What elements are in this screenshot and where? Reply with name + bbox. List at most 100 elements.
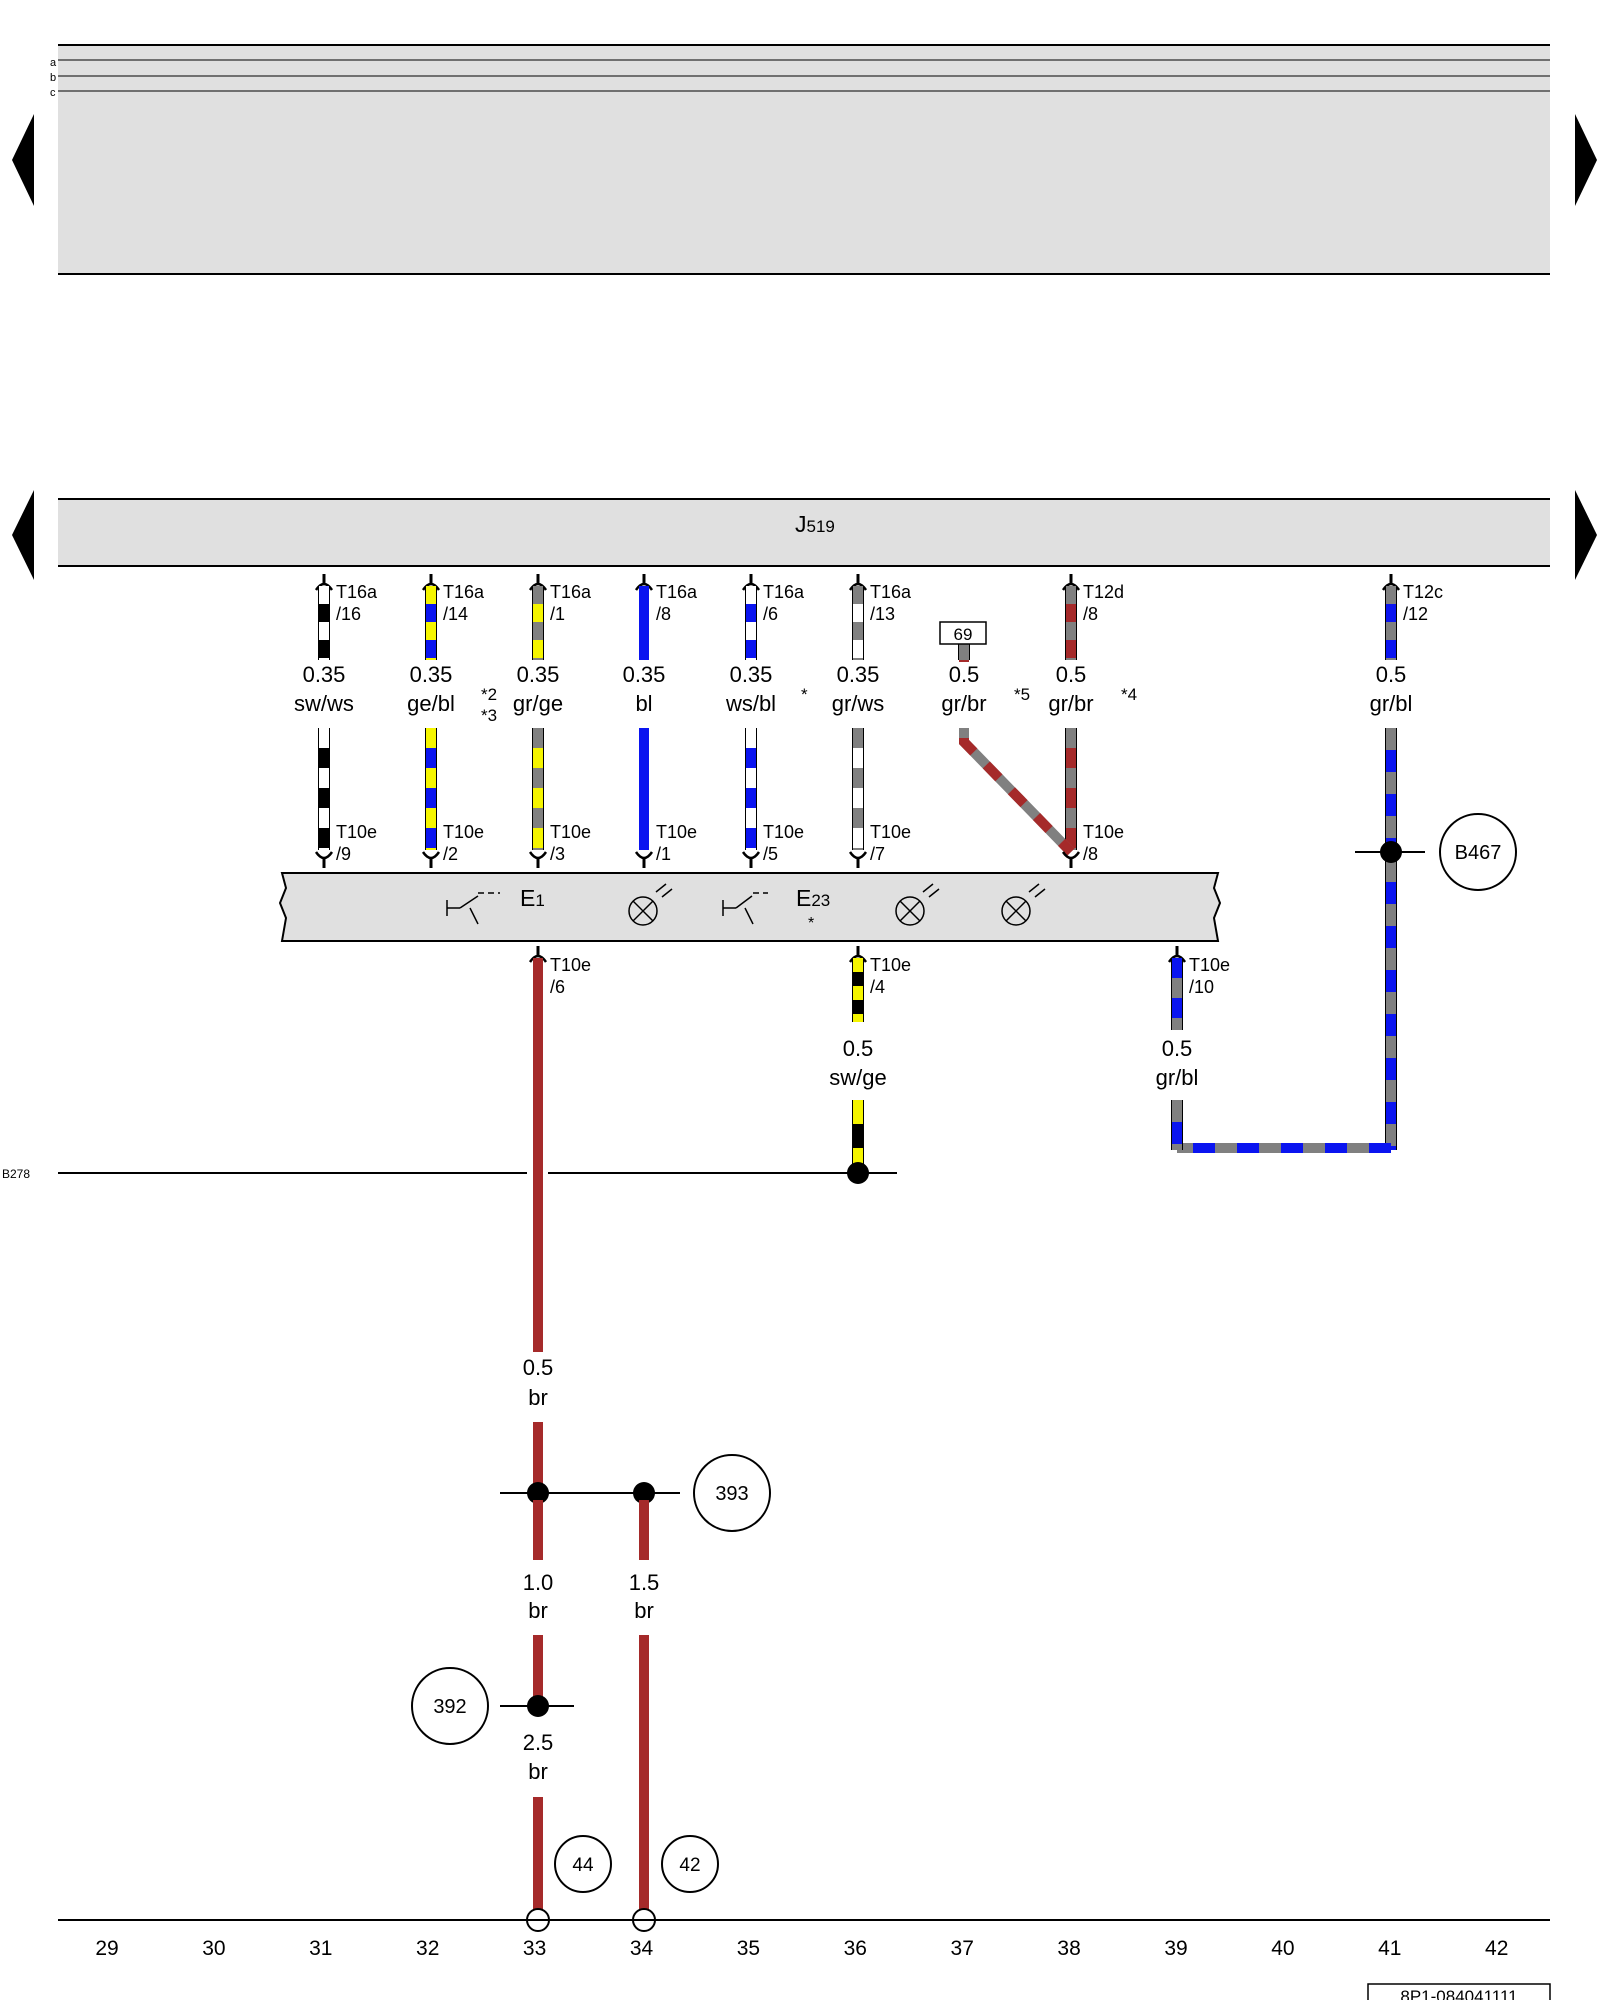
next-section-arrow-icon[interactable] [1575, 490, 1597, 580]
top-wire-5-size: 0.35 [730, 662, 773, 687]
bottom-wire-2-upper [852, 958, 864, 1022]
lower-pin-5-connector [741, 851, 761, 868]
grid-number-33: 33 [523, 1937, 546, 1960]
ref-44-label: 44 [572, 1855, 594, 1876]
lower-pin-6-connector-arc [848, 851, 868, 860]
lower-pin-1-connector-arc [314, 851, 334, 860]
bulb-1-icon [628, 883, 673, 926]
lower-pin-4-pin: /1 [656, 844, 671, 864]
top-wire-6-lower [852, 728, 864, 850]
grid-number-42: 42 [1485, 1937, 1508, 1960]
lower-pin-3-conn: T10e [550, 822, 591, 842]
splice-393-dot-2 [633, 1482, 655, 1504]
ref-392-ring [411, 1667, 489, 1745]
top-wire-8-connector-top [1061, 574, 1081, 591]
top-wire-9-size: 0.5 [1376, 662, 1407, 687]
control-unit-index: 519 [807, 517, 835, 536]
grid-number-36: 36 [844, 1937, 867, 1960]
switch-e1-index: 1 [535, 891, 544, 910]
grid-number-37: 37 [951, 1937, 974, 1960]
control-unit-name: J [795, 511, 807, 537]
top-wire-6-conn: T16a [870, 582, 912, 602]
wire-layer: T16a/160.35sw/wsT16a/140.35ge/bl*2*3T16a… [294, 574, 1517, 1932]
ref-42: 42 [661, 1835, 719, 1893]
header-row-a: a [50, 57, 57, 69]
top-wire-8-color: gr/br [1048, 691, 1093, 716]
next-page-arrow-icon[interactable] [1575, 114, 1597, 206]
top-wire-7-diagonal [959, 728, 1075, 856]
top-wire-5-note: * [801, 685, 808, 704]
top-wire-4-conn: T16a [656, 582, 698, 602]
switch-e23-name: E [796, 885, 811, 911]
grid-number-30: 30 [202, 1937, 225, 1960]
bottom-wire-3-color: gr/bl [1156, 1065, 1199, 1090]
top-wire-4-color: bl [635, 691, 652, 716]
bottom-wire-3-size: 0.5 [1162, 1036, 1193, 1061]
top-wire-7-note: *5 [1014, 685, 1030, 704]
top-wire-9-color: gr/bl [1370, 691, 1413, 716]
bottom-pin-1-connector [528, 946, 548, 963]
grid-number-39: 39 [1164, 1937, 1187, 1960]
ref-393-label: 393 [715, 1483, 748, 1505]
bottom-pin-2-conn: T10e [870, 955, 911, 975]
splice-b467-dot [1380, 841, 1402, 863]
top-wire-1-conn: T16a [336, 582, 378, 602]
bottom-wire-3-lower [1171, 1100, 1183, 1150]
bottom-wire-4-size: 1.0 [523, 1570, 554, 1595]
lower-pin-6-pin: /7 [870, 844, 885, 864]
ref-44-ring [554, 1835, 612, 1893]
top-wire-2-size: 0.35 [410, 662, 453, 687]
top-wire-6-pin: /13 [870, 604, 895, 624]
ground-line-b278: B278 [2, 1167, 897, 1181]
fuse-ref-label: 69 [954, 625, 973, 644]
bottom-pin-1-conn: T10e [550, 955, 591, 975]
lower-pin-6-conn: T10e [870, 822, 911, 842]
grid-number-29: 29 [95, 1937, 118, 1960]
top-wire-3-conn: T16a [550, 582, 592, 602]
grid-number-35: 35 [737, 1937, 760, 1960]
top-wire-8-pin: /8 [1083, 604, 1098, 624]
bulb-2-icon [895, 883, 940, 926]
splice-393-dot-1 [527, 1482, 549, 1504]
lower-pin-7-connector [1061, 851, 1081, 868]
top-wire-8-note: *4 [1121, 685, 1137, 704]
top-wire-5-pin: /6 [763, 604, 778, 624]
bottom-pin-3-connector [1167, 946, 1187, 963]
top-wire-6-size: 0.35 [837, 662, 880, 687]
bottom-wire-5-color: br [634, 1598, 654, 1623]
top-wire-2-conn: T16a [443, 582, 485, 602]
top-wire-8-conn: T12d [1083, 582, 1124, 602]
bottom-wire-5-size: 1.5 [629, 1570, 660, 1595]
grid-number-34: 34 [630, 1937, 654, 1960]
lower-pin-1-connector [314, 851, 334, 868]
ref-393: 393 [693, 1454, 771, 1532]
bottom-pin-2-connector [848, 946, 868, 963]
ref-b467-ring [1439, 813, 1517, 891]
top-wire-2-pin: /14 [443, 604, 468, 624]
prev-section-arrow-icon[interactable] [12, 490, 34, 580]
bottom-pin-3-conn: T10e [1189, 955, 1230, 975]
top-wire-4-connector-top [634, 574, 654, 591]
top-wire-3-color: gr/ge [513, 691, 563, 716]
top-wire-3-upper [532, 586, 544, 660]
ref-42-label: 42 [679, 1855, 700, 1876]
control-unit-j519: J519 [58, 498, 1550, 567]
top-wire-9-lower [1385, 728, 1397, 1150]
prev-page-arrow-icon[interactable] [12, 114, 34, 206]
top-wire-6-color: gr/ws [832, 691, 885, 716]
top-wire-9-connector-top [1381, 574, 1401, 591]
bottom-wire-3-upper [1171, 958, 1183, 1030]
ref-b467-label: B467 [1455, 842, 1502, 864]
top-wire-9-upper [1385, 586, 1397, 660]
bottom-pin-3-pin: /10 [1189, 977, 1214, 997]
svg-text:E23: E23 [796, 885, 830, 911]
lower-pin-3-connector [528, 851, 548, 868]
doc-id: 8P1-084041111 [1400, 1987, 1517, 2000]
lower-pin-6-connector [848, 851, 868, 868]
switch-unit-e1-e23: E1 E23 * [278, 872, 1222, 942]
grid-number-31: 31 [309, 1937, 332, 1960]
lower-pin-7-pin: /8 [1083, 844, 1098, 864]
top-wire-5-connector-top [741, 574, 761, 591]
doc-id-box: 8P1-084041111 [1367, 1983, 1551, 2000]
svg-text:E1: E1 [520, 885, 545, 911]
